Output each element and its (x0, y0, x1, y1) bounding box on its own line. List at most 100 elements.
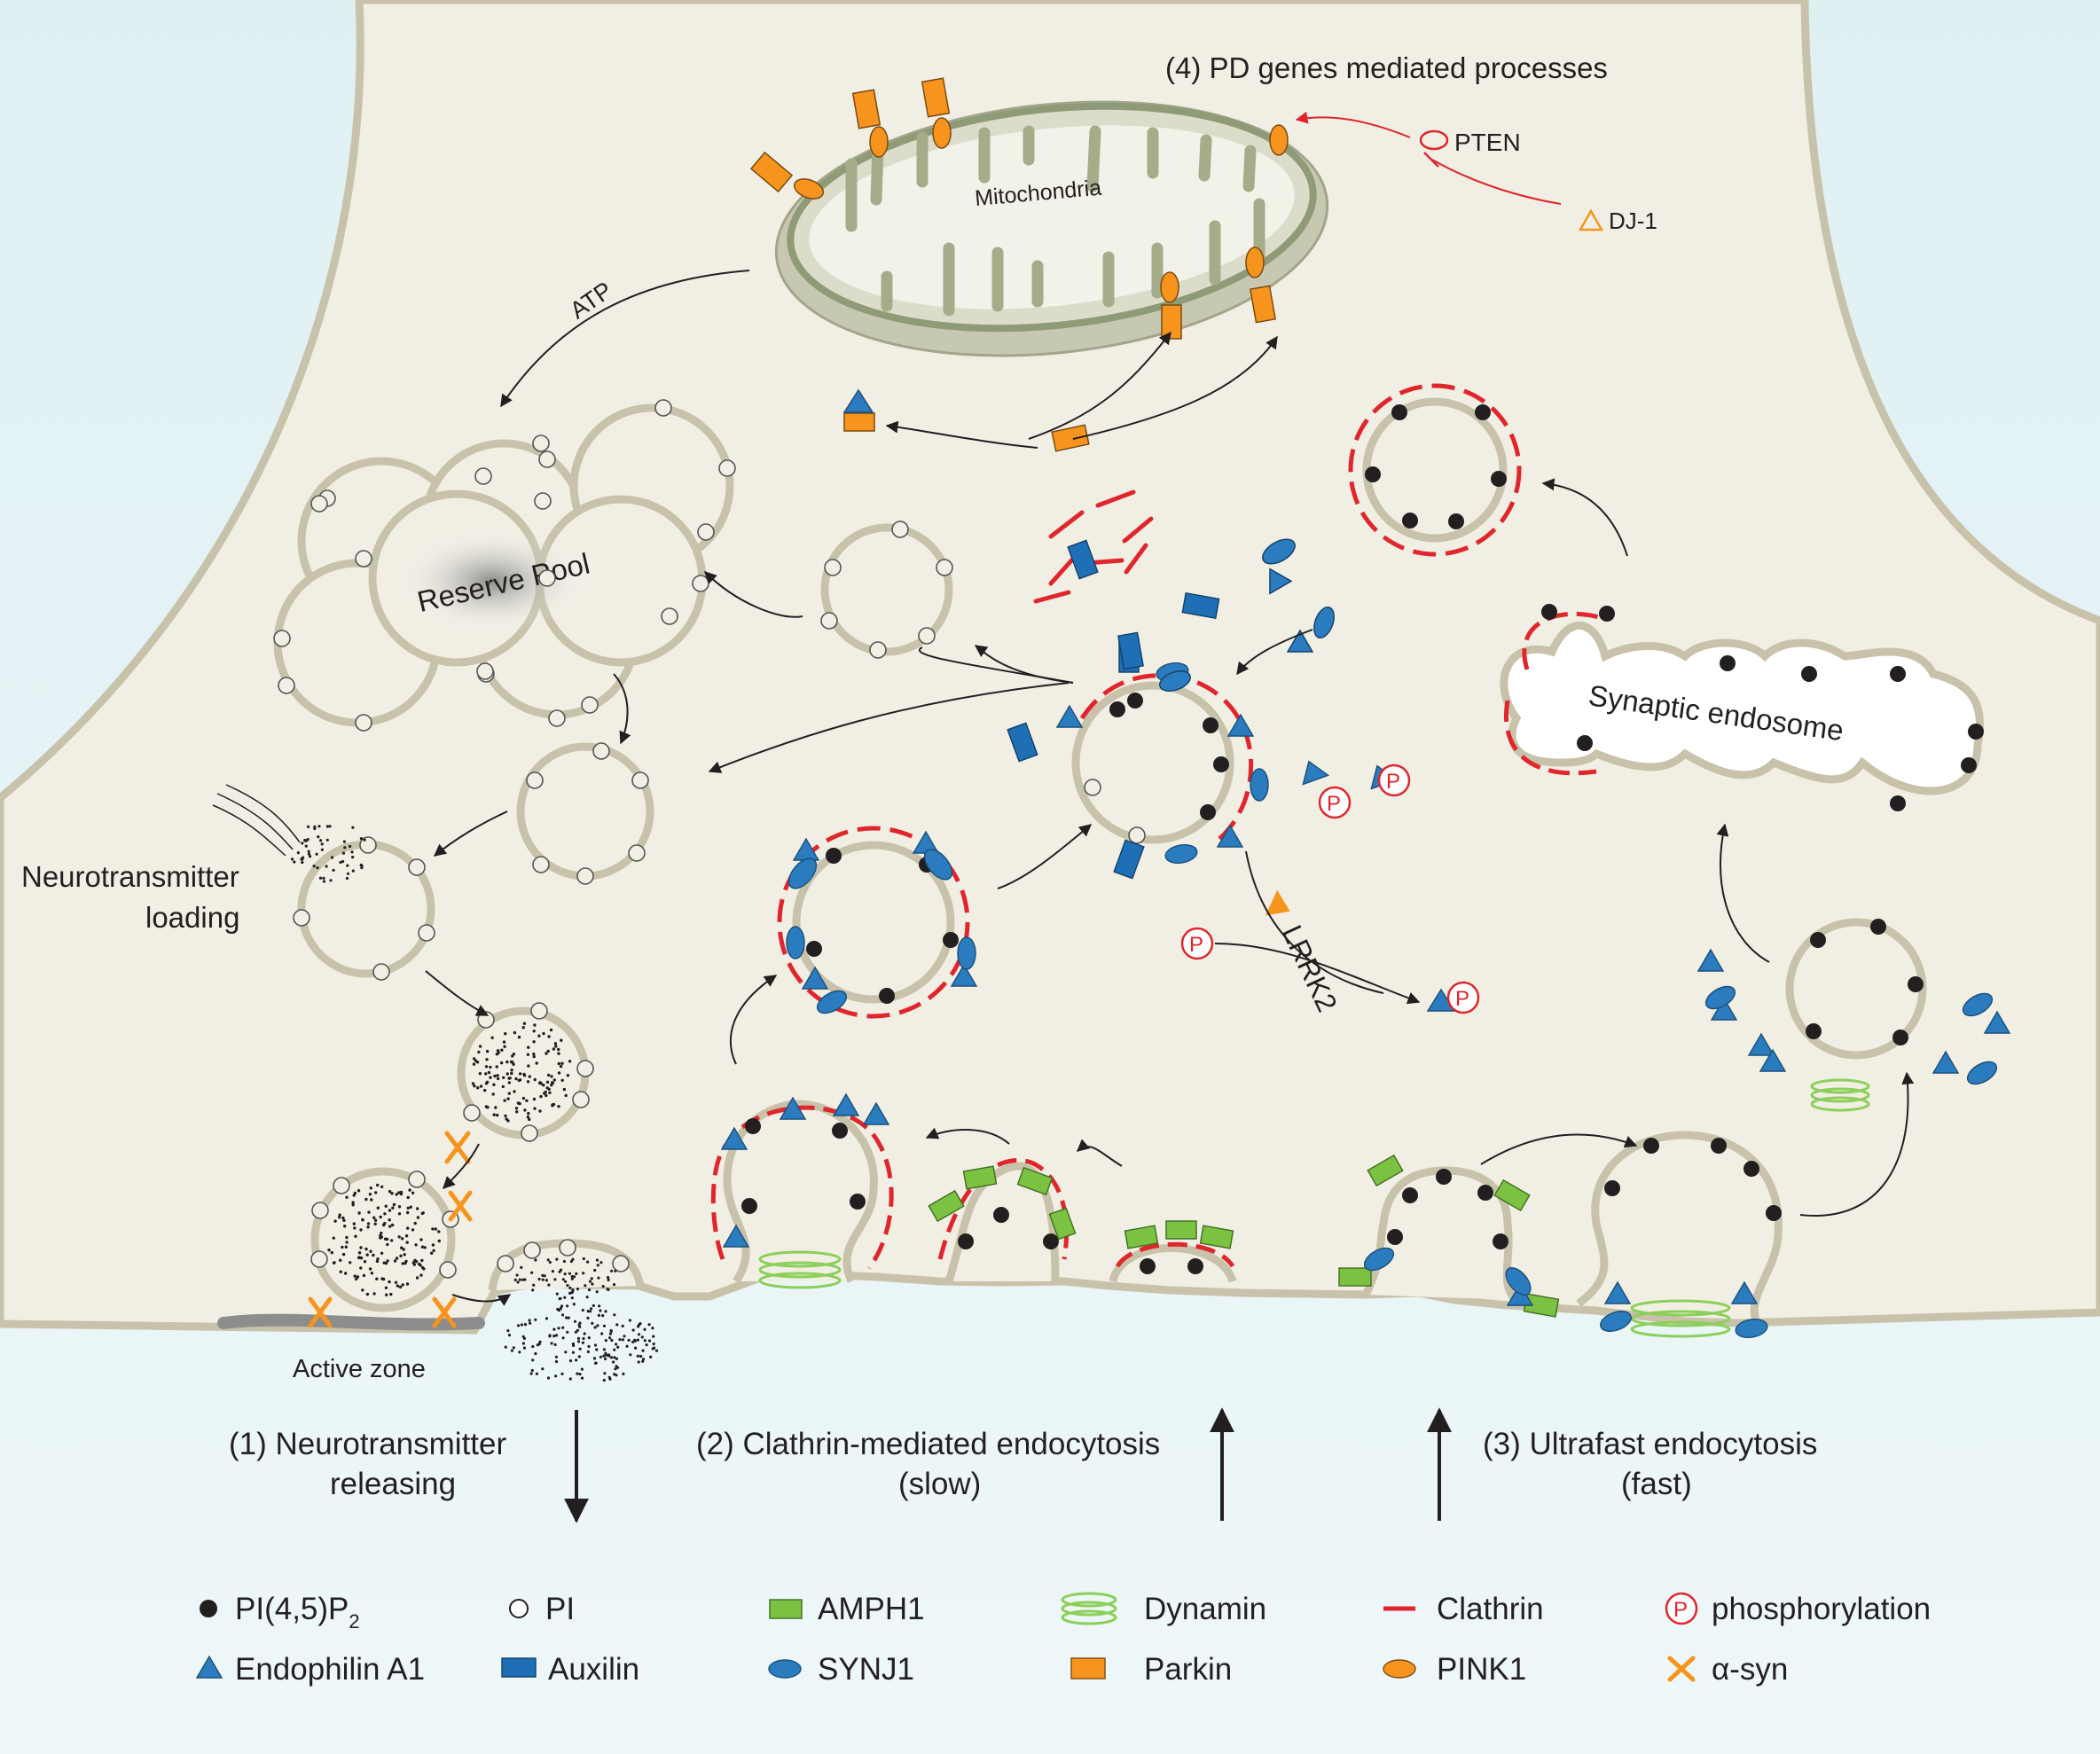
neurotransmitter-dot (580, 1376, 584, 1380)
neurotransmitter-dot (534, 1258, 537, 1262)
neurotransmitter-dot (631, 1328, 635, 1332)
neurotransmitter-dot (504, 1114, 507, 1118)
neurotransmitter-dot (370, 1198, 373, 1202)
neurotransmitter-dot (566, 1304, 569, 1308)
phosphorylation-icon (1665, 1592, 1698, 1625)
neurotransmitter-dot (414, 1260, 419, 1264)
neurotransmitter-dot (613, 1356, 616, 1359)
neurotransmitter-dot (419, 1264, 422, 1267)
neurotransmitter-dot (386, 1259, 389, 1263)
vesicle-pi-markers (293, 521, 953, 981)
neurotransmitter-dot (545, 1279, 549, 1282)
neurotransmitter-dot (369, 1186, 372, 1190)
neurotransmitter-dot (346, 864, 349, 867)
neurotransmitter-dot (559, 1064, 563, 1069)
neurotransmitter-dot (570, 1296, 574, 1300)
neurotransmitter-dot (625, 1344, 629, 1348)
neurotransmitter-dot (339, 1270, 342, 1273)
neurotransmitter-dot (602, 1354, 606, 1358)
neurotransmitter-dot (546, 1258, 550, 1262)
pathway-1-line1: (1) Neurotransmitter (229, 1427, 506, 1461)
neurotransmitter-dot (402, 1248, 405, 1251)
neurotransmitter-dot (614, 1269, 617, 1272)
alpha-syn-cross-icon (1667, 1656, 1696, 1682)
neurotransmitter-dot (401, 1262, 404, 1265)
neurotransmitter-dot (504, 1032, 507, 1036)
neurotransmitter-dot (599, 1355, 603, 1359)
neurotransmitter-dot (388, 1218, 391, 1222)
neurotransmitter-dot (547, 1035, 551, 1038)
neurotransmitter-dot (376, 1206, 380, 1210)
neurotransmitter-dot (413, 1221, 417, 1225)
neurotransmitter-dot (357, 1256, 361, 1259)
neurotransmitter-dot (341, 1252, 346, 1257)
neurotransmitter-dot (615, 1365, 618, 1368)
neurotransmitter-dot (560, 1304, 564, 1308)
neurotransmitter-dot (557, 1071, 561, 1075)
neurotransmitter-dot (342, 1218, 346, 1223)
legend-label-pi: PI (545, 1592, 575, 1626)
neurotransmitter-dot (370, 1272, 374, 1275)
neurotransmitter-dot (522, 1074, 527, 1077)
neurotransmitter-dot (485, 1058, 489, 1061)
neurotransmitter-dot (518, 1278, 521, 1281)
neurotransmitter-dot (555, 1257, 559, 1261)
neurotransmitter-dot (564, 1093, 568, 1098)
amph1-rect-icon (769, 1599, 803, 1619)
neurotransmitter-dot (557, 1052, 560, 1055)
neurotransmitter-dot (557, 1061, 560, 1066)
neurotransmitter-dot (301, 861, 304, 865)
neurotransmitter-dot (403, 1253, 406, 1257)
neurotransmitter-dot (554, 1374, 558, 1378)
neurotransmitter-dot (432, 1249, 435, 1253)
neurotransmitter-dot (411, 1228, 415, 1232)
neurotransmitter-dot (355, 1277, 358, 1281)
neurotransmitter-dot (539, 1094, 543, 1099)
neurotransmitter-dot (344, 1272, 348, 1275)
neurotransmitter-dot (550, 1342, 553, 1345)
neurotransmitter-dot (545, 1093, 548, 1098)
neurotransmitter-dot (546, 1073, 551, 1077)
neurotransmitter-dot (552, 1078, 556, 1082)
neurotransmitter-dot (599, 1309, 602, 1312)
neurotransmitter-dot (560, 1078, 564, 1083)
neurotransmitter-dot (341, 1245, 344, 1249)
neurotransmitter-dot (570, 1277, 574, 1280)
neurotransmitter-dot (584, 1284, 587, 1288)
neurotransmitter-dot (513, 1090, 516, 1093)
neurotransmitter-dot (398, 1285, 403, 1289)
neurotransmitter-dot (613, 1348, 616, 1351)
mito-cristae (845, 125, 1265, 317)
neurotransmitter-dot (492, 1113, 496, 1116)
neurotransmitter-dot (307, 825, 310, 829)
neurotransmitter-dot (557, 1327, 560, 1330)
neurotransmitter-dot (372, 1216, 376, 1219)
neurotransmitter-dot (533, 1077, 537, 1082)
neurotransmitter-dot (561, 1336, 565, 1340)
neurotransmitter-dot (351, 1203, 355, 1207)
pink1-ellipse-icon (1383, 1659, 1416, 1679)
neurotransmitter-dot (610, 1269, 614, 1272)
free-clathrin (1033, 489, 1154, 604)
neurotransmitter-dot (517, 1035, 521, 1039)
neurotransmitter-dot (397, 1212, 402, 1216)
neurotransmitter-dot (359, 1228, 363, 1232)
neurotransmitter-dot (489, 1065, 492, 1069)
neurotransmitter-dot (316, 866, 319, 870)
neurotransmitter-dot (645, 1343, 648, 1347)
neurotransmitter-dot (523, 1278, 527, 1281)
neurotransmitter-dot (581, 1308, 584, 1312)
neurotransmitter-dot (596, 1324, 599, 1327)
neurotransmitter-dot (522, 1336, 527, 1340)
neurotransmitter-dot (593, 1326, 597, 1329)
neurotransmitter-dot (571, 1257, 575, 1261)
legend-label-amph1: AMPH1 (818, 1592, 925, 1626)
neurotransmitter-dot (616, 1345, 620, 1349)
neurotransmitter-dot (622, 1372, 625, 1375)
neurotransmitter-dot (542, 1031, 545, 1036)
neurotransmitter-dot (430, 1251, 434, 1255)
neurotransmitter-dot (529, 1321, 532, 1325)
neurotransmitter-dot (580, 1367, 584, 1371)
neurotransmitter-dot (556, 1307, 560, 1312)
endophilin-triangle-icon (195, 1655, 223, 1679)
